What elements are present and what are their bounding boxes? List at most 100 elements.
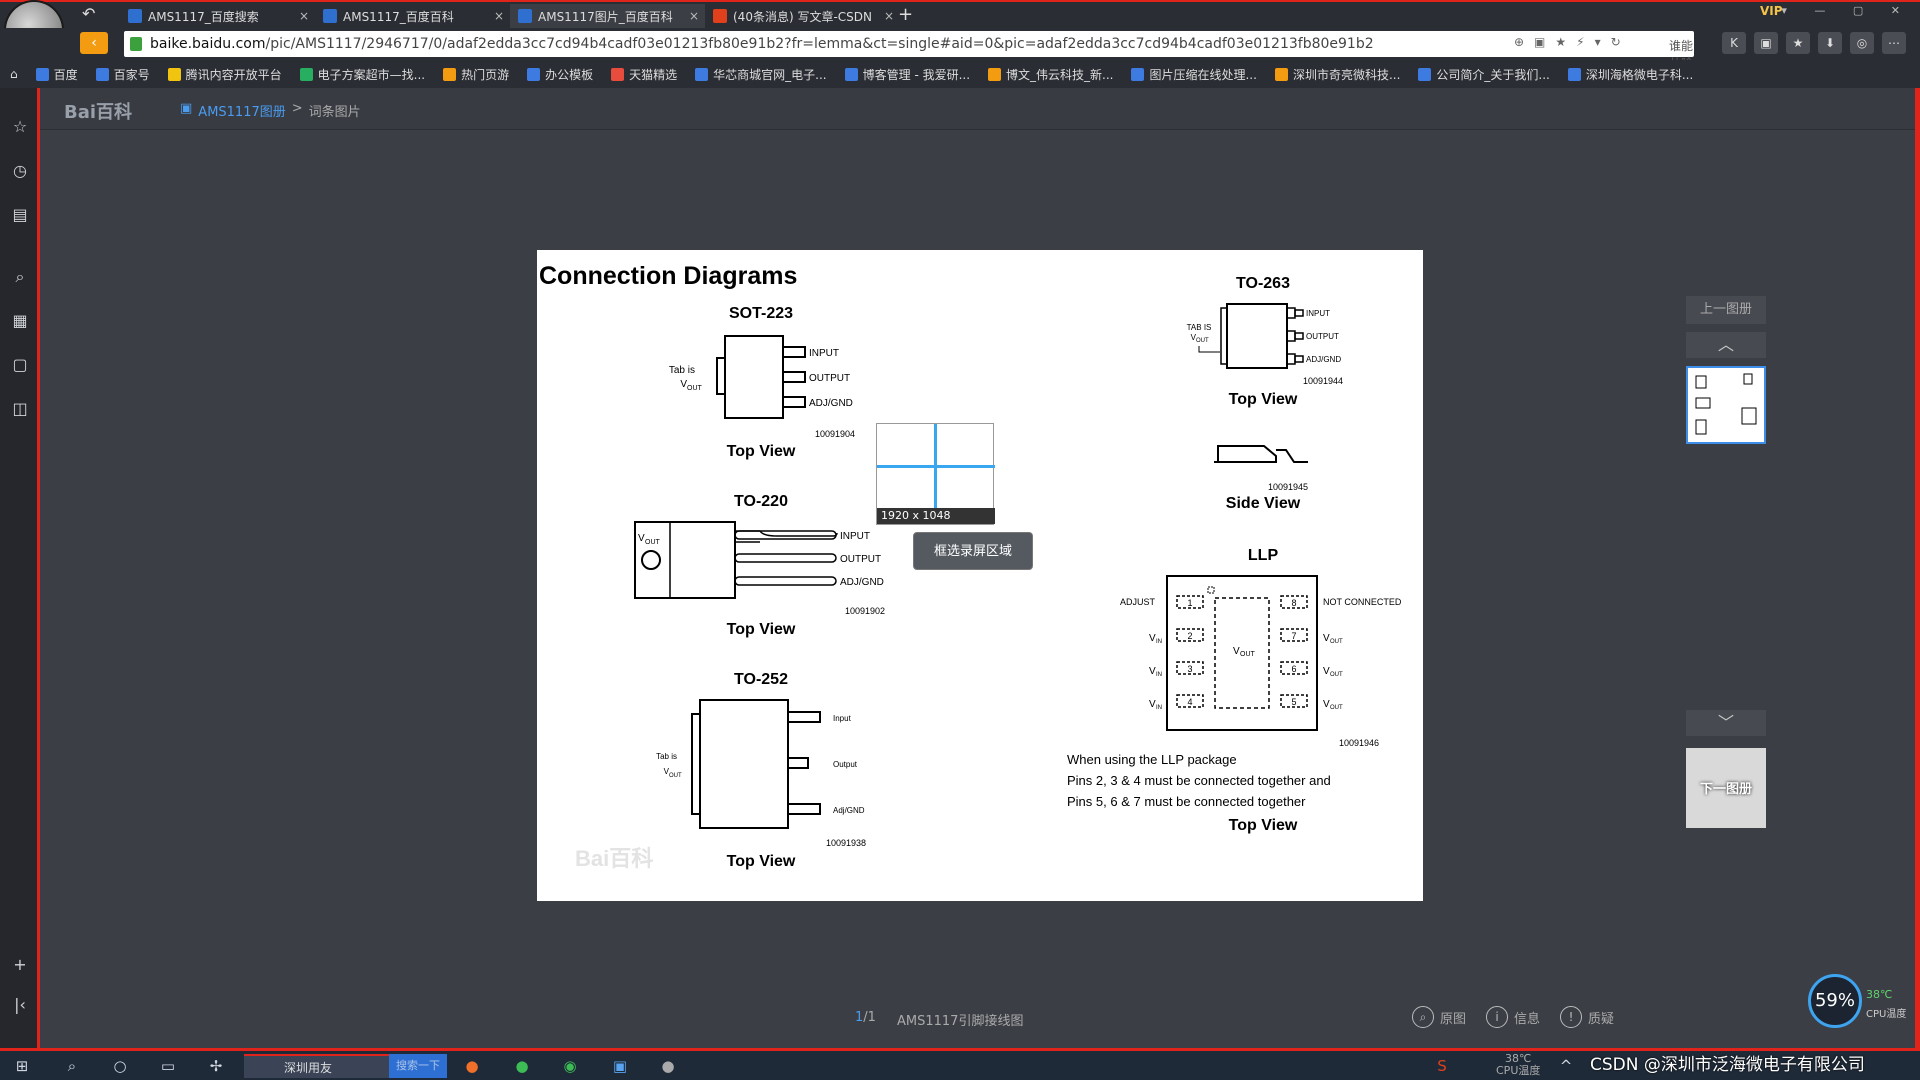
report-button[interactable]: !质疑 bbox=[1560, 1006, 1614, 1028]
game-icon[interactable]: ◫ bbox=[12, 399, 28, 418]
to252-part-id: 10091938 bbox=[826, 838, 866, 848]
app-icon[interactable]: ● bbox=[661, 1057, 675, 1075]
alert-icon: ! bbox=[1560, 1006, 1582, 1028]
to263-side-lead bbox=[1214, 449, 1308, 463]
shopping-icon[interactable]: ▢ bbox=[12, 355, 28, 374]
bookmark-item[interactable]: 百度 bbox=[35, 66, 78, 83]
next-album-thumbnail[interactable]: 下一图册 bbox=[1686, 748, 1766, 828]
task-view-icon[interactable]: ▭ bbox=[160, 1057, 176, 1075]
to263-side-view: Side View bbox=[1226, 495, 1301, 512]
cpu-usage-gauge[interactable]: 59% bbox=[1808, 974, 1862, 1028]
bookmark-item[interactable]: 办公模板 bbox=[527, 66, 593, 83]
bookmark-item[interactable]: 百家号 bbox=[95, 66, 150, 83]
bookmark-icon bbox=[1274, 67, 1288, 81]
wechat-icon[interactable]: ◉ bbox=[563, 1057, 577, 1075]
taskbar-search-icon[interactable]: ⌕ bbox=[67, 1057, 77, 1075]
undo-close-icon[interactable]: ↶ bbox=[82, 4, 96, 23]
address-bar: ‹ baike.baidu.com/pic/AMS1117/2946717/0/… bbox=[0, 28, 1920, 121]
sot223-tab bbox=[716, 357, 726, 395]
favorites-icon[interactable]: ☆ bbox=[12, 117, 28, 136]
tray-expand-icon[interactable]: ^ bbox=[1559, 1057, 1573, 1075]
window-controls[interactable]: ▾ — ▢ ✕ bbox=[1781, 4, 1912, 17]
scroll-down-button[interactable]: ﹀ bbox=[1686, 710, 1766, 736]
to263-pin bbox=[1294, 309, 1304, 317]
to263-tab-leader bbox=[1198, 346, 1220, 353]
current-thumbnail[interactable] bbox=[1686, 366, 1766, 444]
taskbar-search-button[interactable]: 搜索一下 bbox=[389, 1054, 447, 1078]
firefox-icon[interactable]: ● bbox=[465, 1057, 479, 1075]
tab-csdn-write[interactable]: (40条消息) 写文章-CSDN× bbox=[705, 4, 900, 28]
record-region-button[interactable]: 框选录屏区域 bbox=[913, 532, 1033, 570]
menu-icon[interactable]: ⋯ bbox=[1882, 32, 1906, 54]
bookmark-item[interactable]: 公司简介_关于我们... bbox=[1418, 66, 1550, 83]
llp-pin-number: 8 bbox=[1291, 598, 1296, 608]
bookmark-item[interactable]: 图片压缩在线处理... bbox=[1131, 66, 1257, 83]
bookmark-item[interactable]: 腾讯内容开放平台 bbox=[167, 66, 282, 83]
add-icon[interactable]: + bbox=[13, 955, 27, 974]
lock-tool-icon[interactable]: ▣ bbox=[1754, 32, 1778, 54]
taskbar-app-yonyou[interactable]: 深圳用友 bbox=[244, 1054, 389, 1078]
tab-baidu-baike[interactable]: AMS1117_百度百科× bbox=[315, 4, 510, 28]
blue-app-icon[interactable]: ▣ bbox=[612, 1057, 628, 1075]
collapse-icon[interactable]: |‹ bbox=[14, 995, 26, 1014]
bookmark-item[interactable]: 电子方案超市—找... bbox=[299, 66, 425, 83]
connection-diagram-image[interactable]: Connection Diagrams SOT-223 INPUT OUTPUT… bbox=[537, 250, 1423, 901]
scroll-up-button[interactable]: ︿ bbox=[1686, 332, 1766, 358]
tab-baidu-search[interactable]: AMS1117_百度搜索× bbox=[120, 4, 315, 28]
cortana-icon[interactable]: ○ bbox=[113, 1057, 127, 1075]
llp-pad bbox=[1280, 628, 1308, 642]
baidu-favicon-icon bbox=[323, 9, 337, 23]
bookmark-item[interactable]: 深圳市奇亮微科技... bbox=[1274, 66, 1400, 83]
bookmark-icon bbox=[1418, 67, 1432, 81]
close-icon[interactable]: × bbox=[493, 9, 504, 23]
home-icon[interactable]: ⌂ bbox=[10, 67, 18, 81]
bookmark-item[interactable]: 热门页游 bbox=[443, 66, 509, 83]
album-link[interactable]: AMS1117图册 bbox=[198, 105, 286, 120]
vip-badge[interactable]: VIP bbox=[1760, 4, 1783, 18]
browser-sidebar: ☆ ◷ ▤ ⌕ ▦ ▢ ◫ + |‹ bbox=[0, 88, 40, 1048]
bookmark-icon bbox=[1567, 67, 1581, 81]
new-tab-button[interactable]: + bbox=[898, 4, 914, 25]
original-image-button[interactable]: ⌕原图 bbox=[1412, 1006, 1466, 1028]
url-input[interactable]: baike.baidu.com/pic/AMS1117/2946717/0/ad… bbox=[124, 31, 1694, 121]
bookmark-item[interactable]: 深圳海格微电子科... bbox=[1567, 66, 1693, 83]
page-indicator: 1/1 bbox=[855, 1010, 876, 1025]
tab-ams1117-images[interactable]: AMS1117图片_百度百科× bbox=[510, 4, 705, 28]
to220-lead bbox=[734, 553, 837, 563]
history-icon[interactable]: ◷ bbox=[13, 161, 27, 180]
close-icon[interactable]: × bbox=[298, 9, 309, 23]
crosshair-vertical bbox=[934, 424, 937, 510]
close-icon[interactable]: × bbox=[883, 9, 894, 23]
bookmark-item[interactable]: 博客管理 - 我爱研... bbox=[844, 66, 970, 83]
fan-app-icon[interactable]: ✢ bbox=[209, 1057, 223, 1075]
bookmark-icon bbox=[167, 67, 181, 81]
extension-icon[interactable]: K bbox=[1722, 32, 1746, 54]
breadcrumb-separator: > bbox=[291, 101, 303, 116]
to252-pin bbox=[787, 711, 821, 723]
bookmark-item[interactable]: 华芯商城官网_电子... bbox=[695, 66, 827, 83]
download-icon[interactable]: ⬇ bbox=[1818, 32, 1842, 54]
prev-album-button[interactable]: 上一图册 bbox=[1686, 296, 1766, 324]
to252-title: TO-252 bbox=[734, 671, 788, 688]
green-app-icon[interactable]: ● bbox=[515, 1057, 529, 1075]
search-icon[interactable]: ⌕ bbox=[15, 267, 25, 286]
url-tool-icons[interactable]: ⊕▣★⚡▾↻ bbox=[1514, 35, 1631, 49]
bookmark-item[interactable]: 天猫精选 bbox=[611, 66, 677, 83]
news-icon[interactable]: ▦ bbox=[12, 311, 28, 330]
back-button[interactable]: ‹ bbox=[80, 32, 108, 54]
close-icon[interactable]: × bbox=[688, 9, 699, 23]
game-icon[interactable]: ◎ bbox=[1850, 32, 1874, 54]
cpu-temperature: 38℃ bbox=[1866, 988, 1893, 1001]
tray-app-icon[interactable]: S bbox=[1437, 1057, 1447, 1075]
star-icon[interactable]: ★ bbox=[1786, 32, 1810, 54]
to263-tab-v: V bbox=[1191, 333, 1197, 342]
to252-tab bbox=[691, 713, 700, 815]
inbox-icon[interactable]: ▤ bbox=[12, 205, 28, 224]
bookmark-item[interactable]: 博文_伟云科技_新... bbox=[988, 66, 1113, 83]
thumbnail-diagram bbox=[1695, 373, 1757, 435]
baike-logo[interactable]: Bai百科 bbox=[64, 102, 133, 123]
windows-start-icon[interactable]: ⊞ bbox=[15, 1057, 29, 1075]
llp-left-sub: IN bbox=[1156, 705, 1162, 711]
